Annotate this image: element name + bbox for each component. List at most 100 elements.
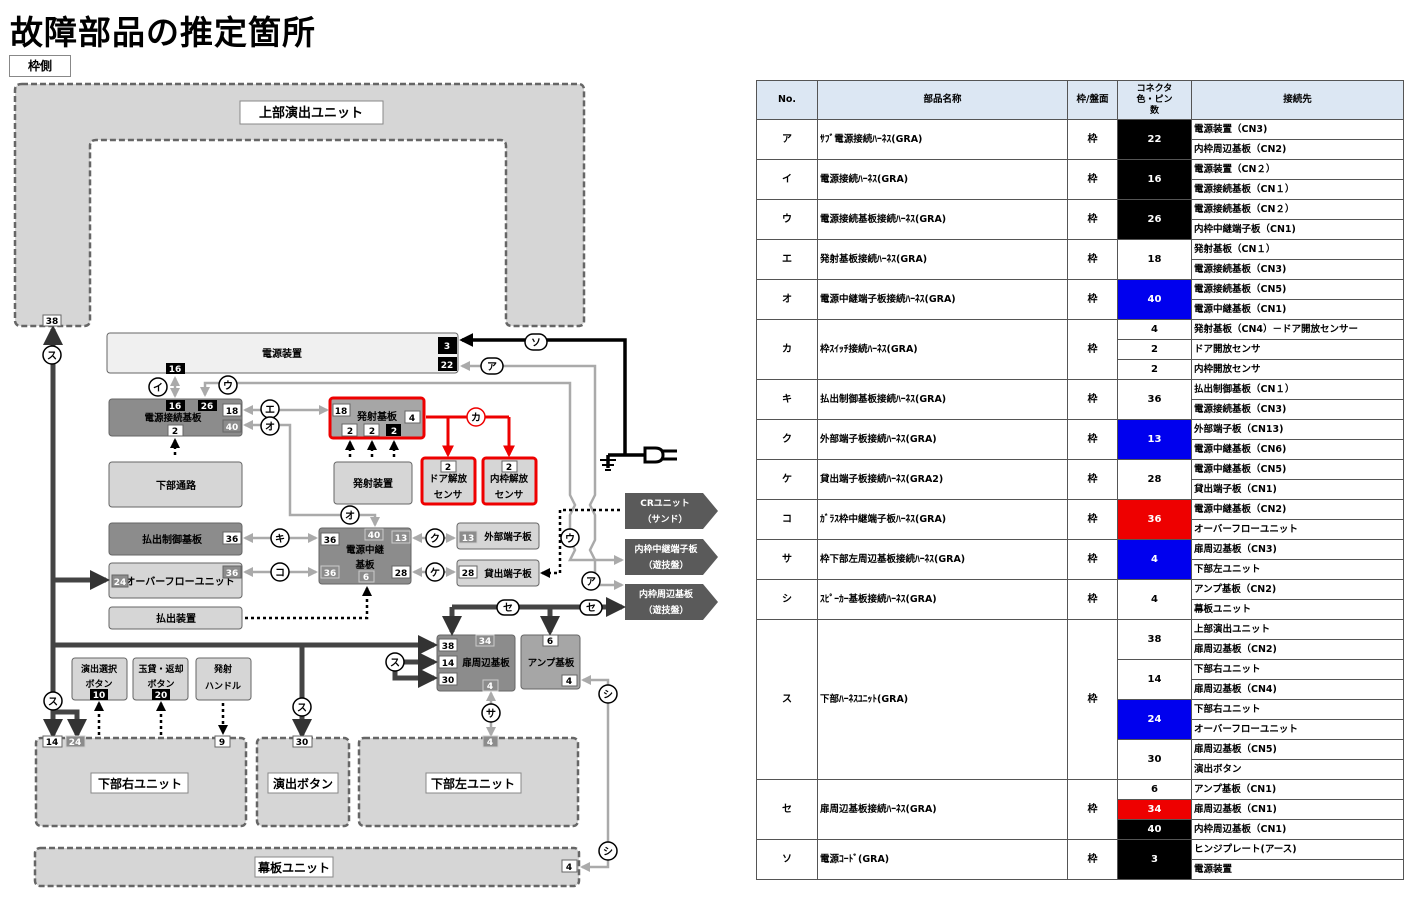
svg-text:ス: ス (297, 702, 307, 714)
svg-text:9: 9 (219, 738, 225, 748)
svg-text:ケ: ケ (430, 567, 440, 579)
cell-no: ケ (756, 459, 818, 500)
svg-text:玉貸・返却: 玉貸・返却 (138, 663, 183, 675)
plug-icon (643, 446, 677, 464)
cell-connector-pins: 4 (1117, 539, 1192, 580)
cell-no: ク (756, 419, 818, 460)
cell-frame: 枠 (1067, 419, 1118, 460)
col-frame: 枠/盤面 (1067, 80, 1118, 120)
svg-text:下部右ユニット: 下部右ユニット (98, 776, 182, 791)
label-a-right: ア (581, 571, 601, 591)
svg-text:内枠中継端子板: 内枠中継端子板 (634, 543, 698, 555)
label-shi-bottom: シ (598, 841, 618, 861)
cell-connector-pins: 18 (1117, 239, 1192, 280)
svg-text:払出制御基板: 払出制御基板 (142, 533, 203, 546)
wiring-diagram: 上部演出ユニット 電源装置 電源接続基板 下部通路 発射基板 発射装置 ドア解放… (13, 82, 718, 888)
svg-text:カ: カ (471, 412, 481, 424)
svg-text:払出装置: 払出装置 (156, 612, 196, 625)
svg-text:13: 13 (395, 534, 408, 544)
cell-destination: 電源接続基板（CN１） (1191, 179, 1404, 200)
svg-text:シ: シ (603, 846, 613, 858)
svg-text:4: 4 (487, 682, 493, 692)
svg-text:40: 40 (368, 531, 381, 541)
cell-destination: 演出ボタン (1191, 759, 1404, 780)
svg-text:2: 2 (172, 427, 178, 437)
label-ke: ケ (425, 562, 445, 582)
label-ki: キ (270, 528, 290, 548)
svg-text:内枠解放: 内枠解放 (490, 473, 529, 485)
svg-text:26: 26 (201, 402, 214, 412)
cell-connector-pins: 3 (1117, 839, 1192, 880)
svg-text:扉周辺基板: 扉周辺基板 (461, 657, 510, 669)
cell-connector-pins: 14 (1117, 659, 1192, 700)
svg-text:幕板ユニット: 幕板ユニット (257, 860, 330, 875)
label-o-left: オ (260, 416, 280, 436)
cell-frame: 枠 (1067, 579, 1118, 620)
label-a-top: ア (480, 357, 504, 375)
svg-text:36: 36 (226, 569, 239, 579)
svg-text:14: 14 (46, 738, 59, 748)
cell-no: エ (756, 239, 818, 280)
svg-text:4: 4 (566, 677, 572, 687)
cell-connector-pins: 40 (1117, 279, 1192, 320)
svg-text:エ: エ (265, 405, 275, 416)
svg-text:16: 16 (169, 365, 182, 375)
cell-destination: 電源装置（CN3) (1191, 119, 1404, 140)
col-no: No. (756, 80, 818, 120)
cell-connector-pins: 13 (1117, 419, 1192, 460)
cell-part-name: ｻﾌﾞ電源接続ﾊｰﾈｽ(GRA) (817, 119, 1068, 160)
cell-destination: オーバーフローユニット (1191, 519, 1404, 540)
svg-text:（遊技盤）: （遊技盤） (643, 604, 688, 616)
cell-destination: 電源接続基板（CN3) (1191, 259, 1404, 280)
cell-no: ソ (756, 839, 818, 880)
svg-text:2: 2 (369, 427, 375, 437)
svg-text:センサ: センサ (434, 490, 463, 501)
label-u-right: ウ (560, 528, 580, 548)
col-name: 部品名称 (817, 80, 1068, 120)
cell-destination: 内枠周辺基板（CN1) (1191, 819, 1404, 840)
harness-u (200, 381, 624, 565)
cell-destination: 電源接続基板（CN5) (1191, 279, 1404, 300)
cell-destination: 内枠開放センサ (1191, 359, 1404, 380)
svg-text:13: 13 (462, 534, 475, 544)
svg-text:セ: セ (503, 602, 513, 614)
svg-text:サ: サ (486, 708, 496, 720)
cell-destination: 下部左ユニット (1191, 559, 1404, 580)
svg-text:外部端子板: 外部端子板 (483, 531, 532, 543)
svg-text:36: 36 (324, 569, 337, 579)
cell-destination: ヒンジプレート(アース) (1191, 839, 1404, 860)
cell-frame: 枠 (1067, 839, 1118, 880)
svg-text:コ: コ (275, 568, 285, 579)
label-se-right: セ (579, 599, 603, 616)
cell-destination: 貸出端子板（CN1) (1191, 479, 1404, 500)
svg-text:22: 22 (441, 361, 454, 371)
svg-text:ス: ス (48, 696, 58, 708)
label-ka: カ (466, 407, 486, 427)
svg-text:貸出端子板: 貸出端子板 (483, 568, 532, 580)
svg-text:（サンド）: （サンド） (642, 514, 687, 525)
svg-text:20: 20 (155, 691, 168, 701)
svg-text:基板: 基板 (354, 559, 375, 571)
cell-part-name: 外部端子板接続ﾊｰﾈｽ(GRA) (817, 419, 1068, 460)
cell-destination: アンプ基板（CN2) (1191, 579, 1404, 600)
parts-table: No. 部品名称 枠/盤面 コネクタ色・ピン数 接続先 アｻﾌﾞ電源接続ﾊｰﾈｽ… (756, 80, 1404, 880)
svg-text:ソ: ソ (531, 338, 541, 349)
cell-frame: 枠 (1067, 779, 1118, 840)
label-ku: ク (425, 528, 445, 548)
cell-no: オ (756, 279, 818, 320)
table-row: 電源装置 (757, 859, 1404, 880)
label-o-mid: オ (340, 505, 360, 525)
cell-connector-pins: 26 (1117, 199, 1192, 240)
cell-no: シ (756, 579, 818, 620)
cell-connector-pins: 34 (1117, 799, 1192, 820)
svg-text:28: 28 (395, 569, 408, 579)
svg-text:電源中継: 電源中継 (346, 544, 385, 556)
power-supply (106, 332, 459, 374)
